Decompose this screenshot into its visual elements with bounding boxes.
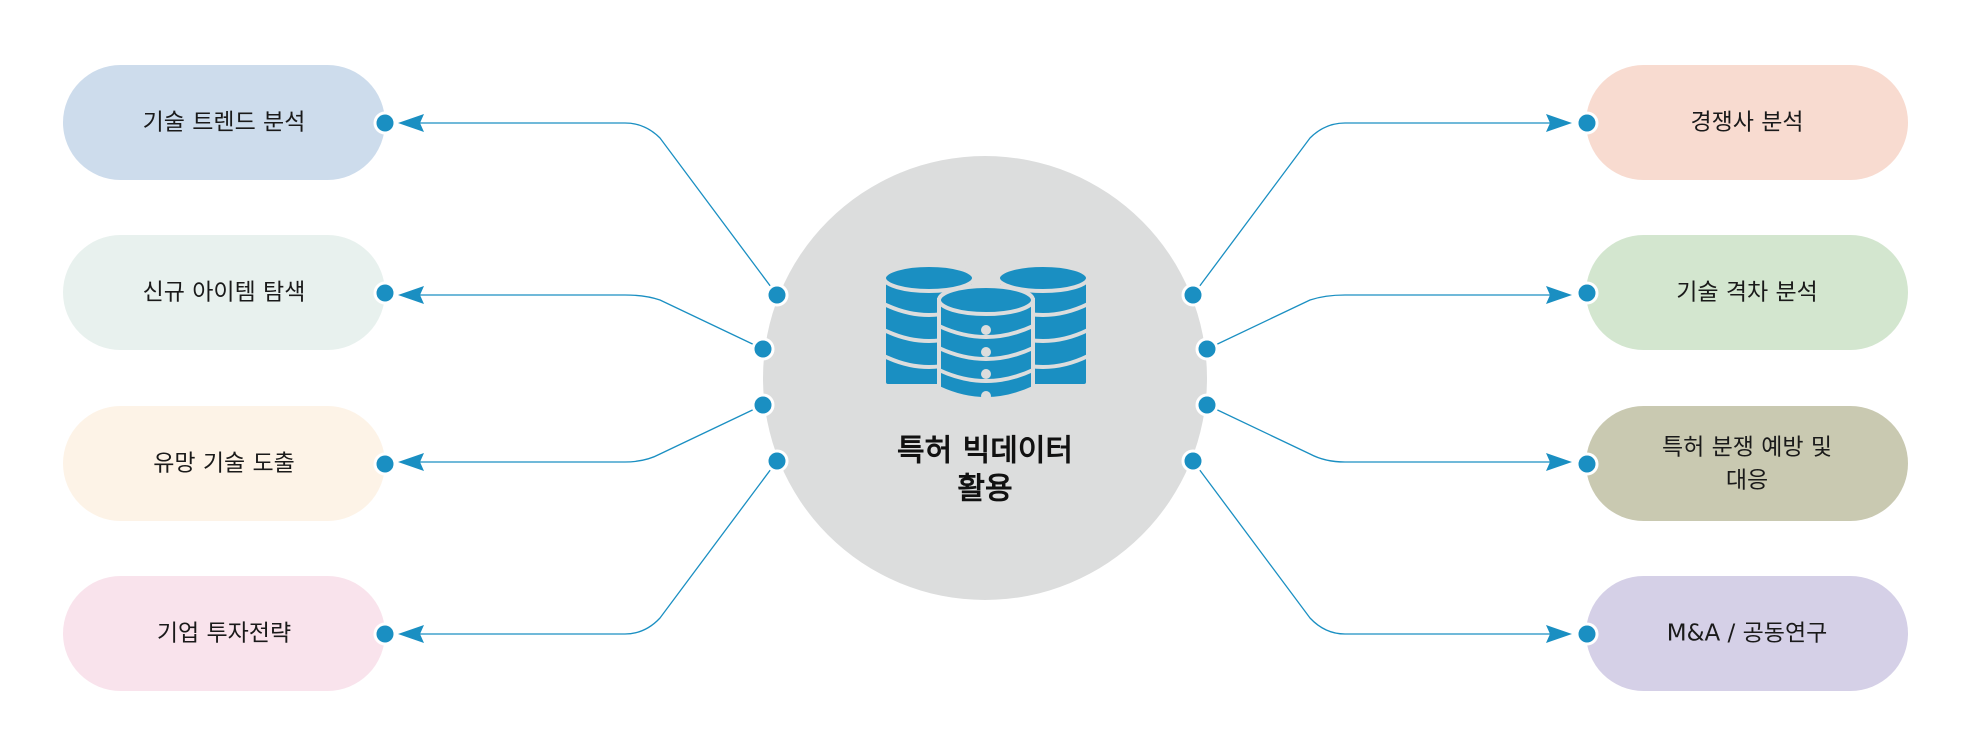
right-item-label-line2: 대응 xyxy=(1726,468,1768,494)
connector-dot xyxy=(765,449,789,473)
left-item-label: 유망 기술 도출 xyxy=(153,451,295,477)
left-connectors xyxy=(373,111,789,646)
connector-dot xyxy=(1575,452,1599,476)
left-item-promising-tech[interactable]: 유망 기술 도출 xyxy=(63,406,385,521)
center-title-line2: 활용 xyxy=(957,472,1012,507)
right-item-label: 경쟁사 분석 xyxy=(1690,110,1803,136)
arrow-icon xyxy=(398,114,424,132)
arrow-icon xyxy=(1546,453,1572,471)
connector-dot xyxy=(751,337,775,361)
center-title-line1: 특허 빅데이터 xyxy=(897,434,1073,469)
arrow-icon xyxy=(398,453,424,471)
connector-dot xyxy=(1575,111,1599,135)
connector-dot xyxy=(1575,281,1599,305)
right-item-label: M&A / 공동연구 xyxy=(1667,621,1828,647)
right-item-competitor[interactable]: 경쟁사 분석 xyxy=(1586,65,1908,180)
left-item-tech-trend[interactable]: 기술 트렌드 분석 xyxy=(63,65,385,180)
connector-dot xyxy=(373,281,397,305)
connector-dot xyxy=(373,622,397,646)
right-connectors xyxy=(1181,111,1599,646)
left-item-label: 기업 투자전략 xyxy=(157,621,291,647)
right-item-tech-gap[interactable]: 기술 격차 분석 xyxy=(1586,235,1908,350)
connector-dot xyxy=(1195,337,1219,361)
right-item-label: 기술 격차 분석 xyxy=(1676,280,1818,306)
arrow-icon xyxy=(398,625,424,643)
left-item-label: 기술 트렌드 분석 xyxy=(143,110,306,136)
connector-dot xyxy=(1195,393,1219,417)
connector-dot xyxy=(1181,283,1205,307)
right-item-label-line1: 특허 분쟁 예방 및 xyxy=(1662,435,1832,461)
left-item-new-item[interactable]: 신규 아이템 탐색 xyxy=(63,235,385,350)
arrow-icon xyxy=(1546,625,1572,643)
connector-dot xyxy=(765,283,789,307)
arrow-icon xyxy=(1546,286,1572,304)
arrow-icon xyxy=(1546,114,1572,132)
left-item-label: 신규 아이템 탐색 xyxy=(143,280,306,306)
connector-dot xyxy=(373,111,397,135)
arrow-icon xyxy=(398,286,424,304)
right-item-ma[interactable]: M&A / 공동연구 xyxy=(1586,576,1908,691)
connector-dot xyxy=(751,393,775,417)
connector-dot xyxy=(1575,622,1599,646)
right-item-dispute[interactable]: 특허 분쟁 예방 및 대응 xyxy=(1586,406,1908,521)
left-item-investment[interactable]: 기업 투자전략 xyxy=(63,576,385,691)
connector-dot xyxy=(1181,449,1205,473)
connector-dot xyxy=(373,452,397,476)
database-icon xyxy=(882,263,1090,401)
